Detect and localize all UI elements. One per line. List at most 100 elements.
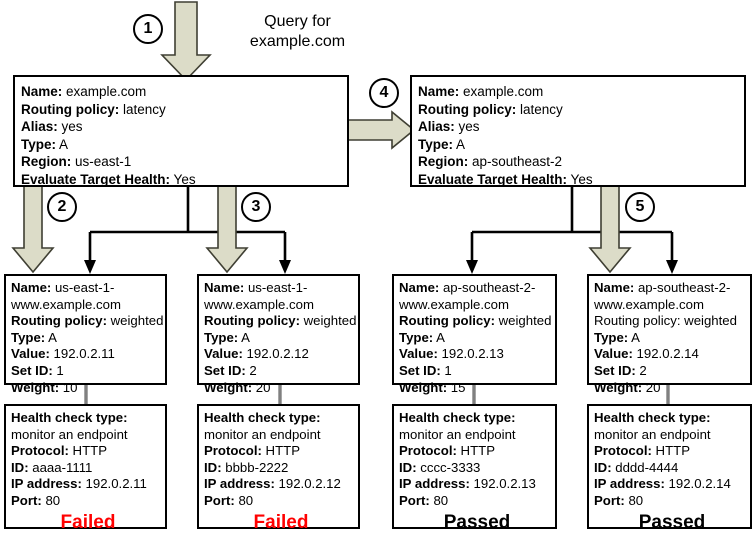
- record-line: Routing policy: latency: [21, 101, 347, 119]
- record-line: ID: cccc-3333: [399, 460, 555, 477]
- record-line-key: Value:: [399, 346, 438, 362]
- record-line-value: us-east-1-: [244, 280, 308, 295]
- record-line-value: ap-southeast-2: [468, 154, 563, 170]
- record-line-key: Name:: [204, 280, 245, 295]
- record-line-value: 192.0.2.13: [469, 476, 536, 492]
- record-line: Protocol: HTTP: [399, 443, 555, 460]
- record-line-value: 20: [252, 379, 271, 395]
- query-caption: Query for example.com: [249, 13, 346, 50]
- record-line-key: ID:: [594, 459, 612, 475]
- record-line: Weight: 20: [204, 380, 358, 397]
- record-line: Set ID: 1: [11, 363, 165, 380]
- record-line: Routing policy: weighted: [11, 313, 165, 330]
- record-line-key: Type:: [594, 329, 629, 345]
- record-line-key: Type:: [11, 329, 46, 345]
- record-line-value: example.com: [459, 84, 544, 99]
- record-line-key: Routing policy:: [204, 313, 300, 329]
- health-check-status-badge: Failed: [60, 511, 116, 533]
- record-line: Name: ap-southeast-2-: [594, 280, 750, 297]
- record-line-value: 80: [234, 492, 254, 508]
- record-line-key: Type:: [204, 329, 239, 345]
- record-line-key: Region:: [21, 154, 72, 170]
- record-line-key: Protocol:: [11, 443, 69, 459]
- record-line-value: www.example.com: [204, 296, 314, 312]
- record-line: Health check type:: [204, 410, 358, 427]
- record-line: Set ID: 2: [204, 363, 358, 380]
- record-line-key: Region:: [418, 154, 469, 170]
- record-line: Type: A: [21, 136, 347, 154]
- record-line-value: 2: [245, 362, 257, 378]
- record-line: www.example.com: [11, 297, 165, 314]
- record-line-key: Weight:: [11, 379, 60, 395]
- record-line-value: 192.0.2.14: [632, 346, 699, 362]
- record-line-value: 80: [624, 492, 644, 508]
- query-arrow-4: [347, 110, 416, 150]
- record-line-key: Routing policy:: [418, 101, 517, 117]
- record-line-value: A: [628, 329, 640, 345]
- record-line: Evaluate Target Health: Yes: [418, 171, 744, 189]
- record-line-key: IP address:: [399, 476, 470, 492]
- record-line-value: HTTP: [68, 443, 107, 459]
- record-line-value: yes: [454, 119, 480, 135]
- record-line-value: 192.0.2.13: [437, 346, 504, 362]
- record-line-value: aaaa-1111: [28, 459, 93, 475]
- record-line: IP address: 192.0.2.12: [204, 476, 358, 493]
- record-line: Health check type:: [11, 410, 165, 427]
- record-line-value: www.example.com: [594, 296, 704, 312]
- record-line: Name: us-east-1-: [204, 280, 358, 297]
- record-line-value: example.com: [62, 84, 147, 99]
- record-line: Routing policy: latency: [418, 101, 744, 119]
- record-line-value: cccc-3333: [416, 459, 481, 475]
- record-line: Type: A: [399, 330, 555, 347]
- record-line: Routing policy: weighted: [399, 313, 555, 330]
- record-line-value: 1: [440, 362, 452, 378]
- record-line: IP address: 192.0.2.14: [594, 476, 750, 493]
- record-line: Alias: yes: [21, 118, 347, 136]
- record-line: Port: 80: [399, 493, 555, 510]
- record-line-value: weighted: [106, 313, 164, 329]
- health-check-status-badge: Passed: [443, 511, 511, 533]
- record-line: www.example.com: [399, 297, 555, 314]
- record-line-value: dddd-4444: [611, 459, 679, 475]
- record-line-key: Set ID:: [399, 362, 441, 378]
- record-line: Port: 80: [204, 493, 358, 510]
- record-line: Name: us-east-1-: [11, 280, 165, 297]
- record-line-value: weighted: [494, 313, 552, 329]
- record-line: monitor an endpoint: [399, 427, 555, 444]
- record-line-value: latency: [119, 101, 166, 117]
- record-line-key: IP address:: [204, 476, 275, 492]
- record-line: Value: 192.0.2.12: [204, 346, 358, 363]
- record-line-key: Alias:: [21, 119, 58, 135]
- record-line-key: Type:: [418, 136, 454, 152]
- record-line-value: 10: [59, 379, 78, 395]
- record-line-value: yes: [57, 119, 83, 135]
- record-line-key: Set ID:: [11, 362, 53, 378]
- record-line: Alias: yes: [418, 118, 744, 136]
- record-line: Value: 192.0.2.13: [399, 346, 555, 363]
- record-line-key: Health check type:: [594, 410, 711, 425]
- record-line-value: weighted: [299, 313, 357, 329]
- record-line-key: Name:: [11, 280, 52, 295]
- record-line-key: Health check type:: [204, 410, 321, 425]
- record-line-key: ID:: [204, 459, 222, 475]
- record-line: Weight: 10: [11, 380, 165, 397]
- record-line-value: ap-southeast-2-: [634, 280, 731, 295]
- record-line-value: HTTP: [456, 443, 495, 459]
- record-line-value: 80: [429, 492, 449, 508]
- record-line-key: Routing policy:: [399, 313, 495, 329]
- health-check-status-badge: Passed: [638, 511, 706, 533]
- record-line-key: Name:: [594, 280, 635, 295]
- record-line: Region: us-east-1: [21, 153, 347, 171]
- record-line: ID: bbbb-2222: [204, 460, 358, 477]
